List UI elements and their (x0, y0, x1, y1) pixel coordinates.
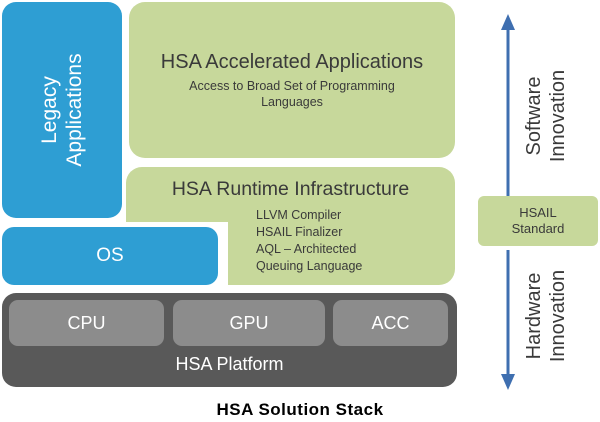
hsail-standard-block: HSAIL Standard (478, 196, 598, 246)
legacy-line-1: Legacy (38, 76, 61, 144)
up-arrowhead-icon (501, 14, 515, 30)
os-block: OS (2, 227, 218, 285)
hardware-line-1: Hardware (523, 272, 545, 360)
hsail-line-1: HSAIL (519, 205, 557, 220)
innovation-arrow (501, 14, 515, 390)
platform-label: HSA Platform (175, 354, 284, 374)
runtime-item: LLVM Compiler (256, 208, 342, 222)
down-arrowhead-icon (501, 374, 515, 390)
hsa-platform-block: CPU GPU ACC HSA Platform (2, 293, 457, 387)
legacy-applications-label: Legacy Applications (37, 53, 87, 166)
software-line-1: Software (523, 76, 545, 156)
runtime-item: HSAIL Finalizer (256, 225, 343, 239)
accelerated-title: HSA Accelerated Applications (160, 51, 424, 73)
runtime-item: AQL – Architected (256, 242, 357, 256)
software-line-2: Innovation (547, 69, 569, 163)
software-innovation-label: Software Innovation (522, 70, 570, 162)
legacy-applications-block: Legacy Applications (2, 2, 122, 218)
runtime-title: HSA Runtime Infrastructure (171, 178, 410, 200)
legacy-line-2: Applications (63, 53, 86, 167)
runtime-item: Queuing Language (256, 259, 363, 273)
acc-block: ACC (333, 300, 448, 346)
diagram-caption: HSA Solution Stack (216, 400, 384, 419)
hardware-line-2: Innovation (547, 269, 569, 363)
hsail-line-2: Standard (511, 221, 565, 236)
accelerated-subtitle: Access to Broad Set of Programming Langu… (189, 79, 395, 109)
runtime-items: LLVM Compiler HSAIL Finalizer AQL – Arch… (256, 207, 362, 275)
gpu-block: GPU (173, 300, 325, 346)
cpu-block: CPU (9, 300, 164, 346)
hardware-innovation-label: Hardware Innovation (522, 270, 570, 362)
hsa-accelerated-applications-block: HSA Accelerated Applications Access to B… (129, 2, 455, 158)
